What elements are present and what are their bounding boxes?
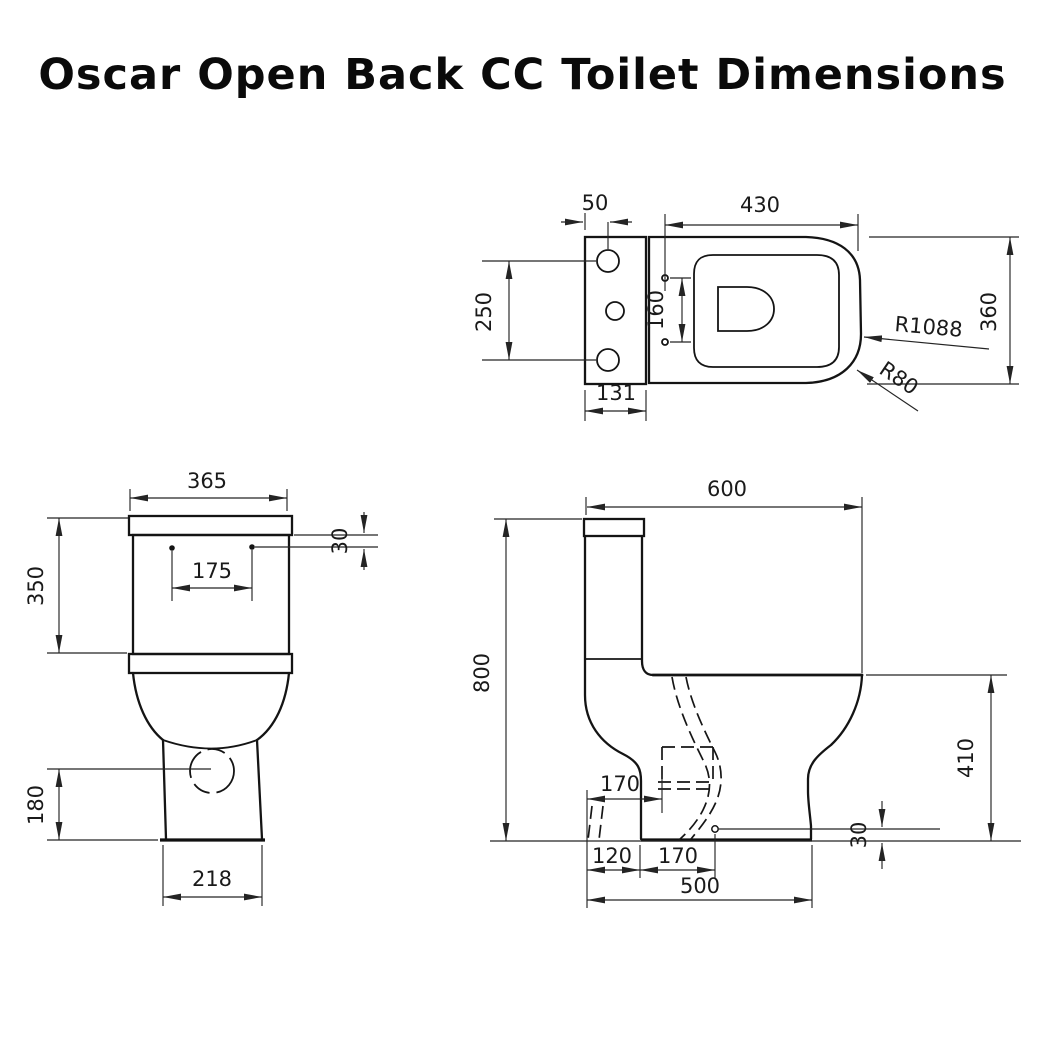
radius-r80: R80	[856, 357, 923, 412]
dim-175: 175	[171, 550, 253, 601]
cistern-lid-side	[582, 517, 646, 538]
dim-350: 350	[24, 517, 128, 654]
dim-800-label: 800	[470, 653, 494, 693]
dim-365: 365	[129, 469, 288, 511]
dim-500: 500	[587, 845, 813, 908]
hinge-hole-bottom	[661, 338, 669, 346]
dim-160-label: 160	[644, 290, 668, 330]
bowl-side-right	[255, 671, 291, 742]
bowl-front-profile	[806, 673, 864, 841]
outlet-circle	[189, 748, 235, 794]
dim-50-label: 50	[582, 191, 609, 215]
front-view: 365 30 175 350	[24, 469, 378, 906]
fixing-point-left	[169, 545, 175, 551]
back-profile	[583, 534, 643, 841]
dim-131: 131	[584, 381, 647, 421]
dim-600: 600	[585, 477, 863, 673]
dim-250: 250	[472, 260, 596, 361]
bowl-opening	[717, 286, 775, 332]
dim-360: 360	[867, 236, 1019, 385]
dim-131-label: 131	[596, 381, 636, 405]
dim-30-side: 30	[718, 801, 940, 869]
dim-360-label: 360	[977, 292, 1001, 332]
dim-50: 50	[561, 191, 632, 249]
fixing-point-right	[249, 544, 255, 550]
dim-218: 218	[162, 845, 263, 906]
cistern-body-front	[131, 533, 291, 656]
bowl-side-left	[131, 671, 165, 742]
cistern-base-band	[127, 652, 294, 675]
dim-180: 180	[24, 768, 211, 841]
inlet-hole-centre	[605, 301, 625, 321]
dim-410: 410	[866, 674, 1007, 841]
outlet-point	[711, 825, 719, 833]
trapway-dashed-inner	[685, 676, 722, 840]
cistern-plan-outline	[583, 235, 648, 386]
cistern-front-edge	[640, 534, 655, 677]
dim-218-label: 218	[192, 867, 232, 891]
dim-170-trap: 170	[587, 772, 663, 813]
dim-410-label: 410	[954, 738, 978, 778]
outlet-box-dashed	[661, 746, 714, 780]
pedestal-right-edge	[255, 738, 264, 841]
dim-500-label: 500	[680, 874, 720, 898]
radius-r1088-label: R1088	[894, 312, 964, 342]
dim-430: 430	[664, 193, 859, 291]
dim-250-label: 250	[472, 292, 496, 332]
dim-175-label: 175	[192, 559, 232, 583]
flush-pipe-dash-left	[587, 805, 593, 841]
trapway-dashed-outer	[671, 676, 711, 841]
radius-r1088: R1088	[863, 312, 990, 350]
dim-365-label: 365	[187, 469, 227, 493]
seat-outer-outline	[647, 235, 863, 385]
dim-170-outlet-label: 170	[658, 844, 698, 868]
dim-800: 800	[470, 518, 582, 841]
bowl-underside	[162, 739, 258, 750]
dim-30-side-label: 30	[847, 822, 871, 849]
dim-430-label: 430	[740, 193, 780, 217]
seat-inner-ring	[693, 254, 840, 368]
cistern-lid-front	[127, 514, 294, 537]
dim-180-label: 180	[24, 785, 48, 825]
dim-30-front-label: 30	[328, 528, 352, 555]
page-title: Oscar Open Back CC Toilet Dimensions	[38, 50, 1007, 100]
side-view: 600 800 410 30	[470, 477, 1021, 908]
flush-pipe-dash-right	[598, 805, 604, 841]
outlet-box-bottom-dashed	[658, 781, 713, 790]
dim-170-outlet: 170	[640, 834, 716, 878]
dim-170-trap-label: 170	[600, 772, 640, 796]
dim-350-label: 350	[24, 566, 48, 606]
dim-30-front: 30	[255, 512, 378, 570]
dim-120: 120	[586, 790, 641, 908]
radius-r80-label: R80	[875, 357, 923, 400]
fixing-hole-top	[596, 249, 620, 273]
fixing-hole-bottom	[596, 348, 620, 372]
top-view: 50 430 250 160	[472, 191, 1019, 421]
dim-160: 160	[644, 277, 691, 343]
dim-120-label: 120	[592, 844, 632, 868]
pedestal-left-edge	[161, 738, 168, 841]
dim-600-label: 600	[707, 477, 747, 501]
